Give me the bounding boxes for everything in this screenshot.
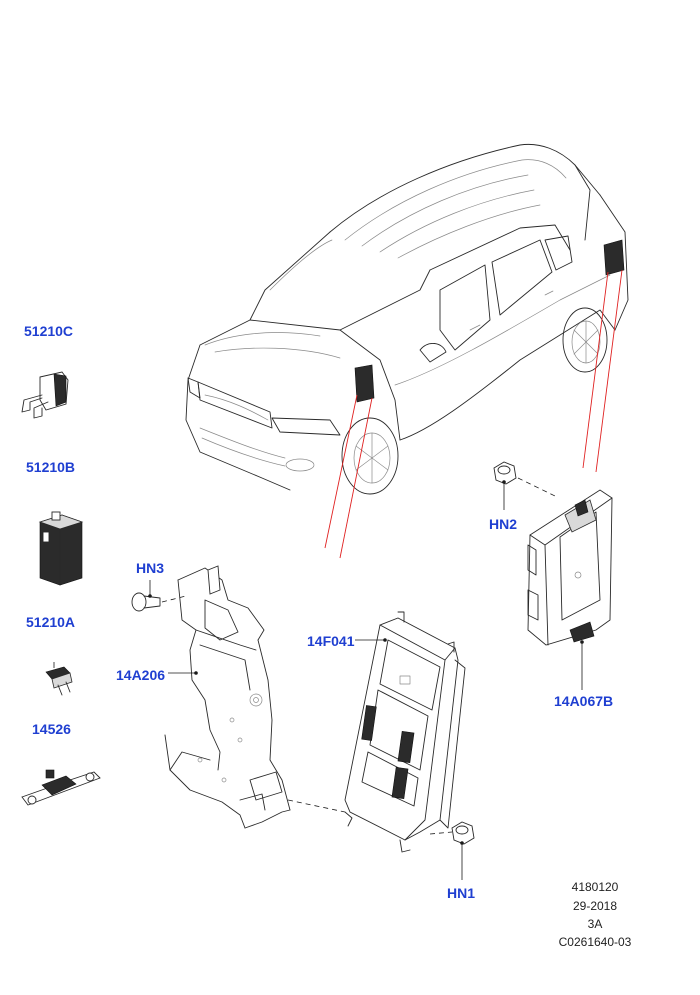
nut-hn1-part [429, 821, 475, 880]
reference-part-number: 4180120 [571, 880, 619, 894]
fuse-51210b-part [38, 511, 84, 586]
callout-51210c: 51210C [24, 323, 74, 339]
callout-14526: 14526 [32, 721, 71, 737]
reference-date: 29-2018 [572, 899, 618, 913]
callout-14a206: 14A206 [116, 667, 166, 683]
callout-hn3: HN3 [136, 560, 165, 576]
module-14a067b-part [527, 489, 613, 690]
bolt-hn3-part [131, 580, 187, 612]
bracket-14a206-part [164, 565, 291, 829]
reference-revision: 3A [587, 917, 603, 931]
vehicle-illustration [185, 143, 629, 495]
nut-hn2-part [493, 461, 556, 510]
callout-hn1: HN1 [447, 885, 476, 901]
callout-hn2: HN2 [489, 516, 518, 532]
rear-module-location-icon [603, 239, 625, 276]
fuse-14526-part [21, 769, 101, 806]
callout-51210b: 51210B [26, 459, 76, 475]
callout-14f041: 14F041 [307, 633, 355, 649]
relay-51210c-part [21, 371, 69, 419]
callout-14a067b: 14A067B [554, 693, 614, 709]
front-module-location-icon [354, 364, 375, 403]
reference-code: C0261640-03 [558, 935, 632, 949]
fuse-51210a-part [45, 662, 73, 696]
module-14f041-part [344, 611, 466, 853]
callout-51210a: 51210A [26, 614, 76, 630]
